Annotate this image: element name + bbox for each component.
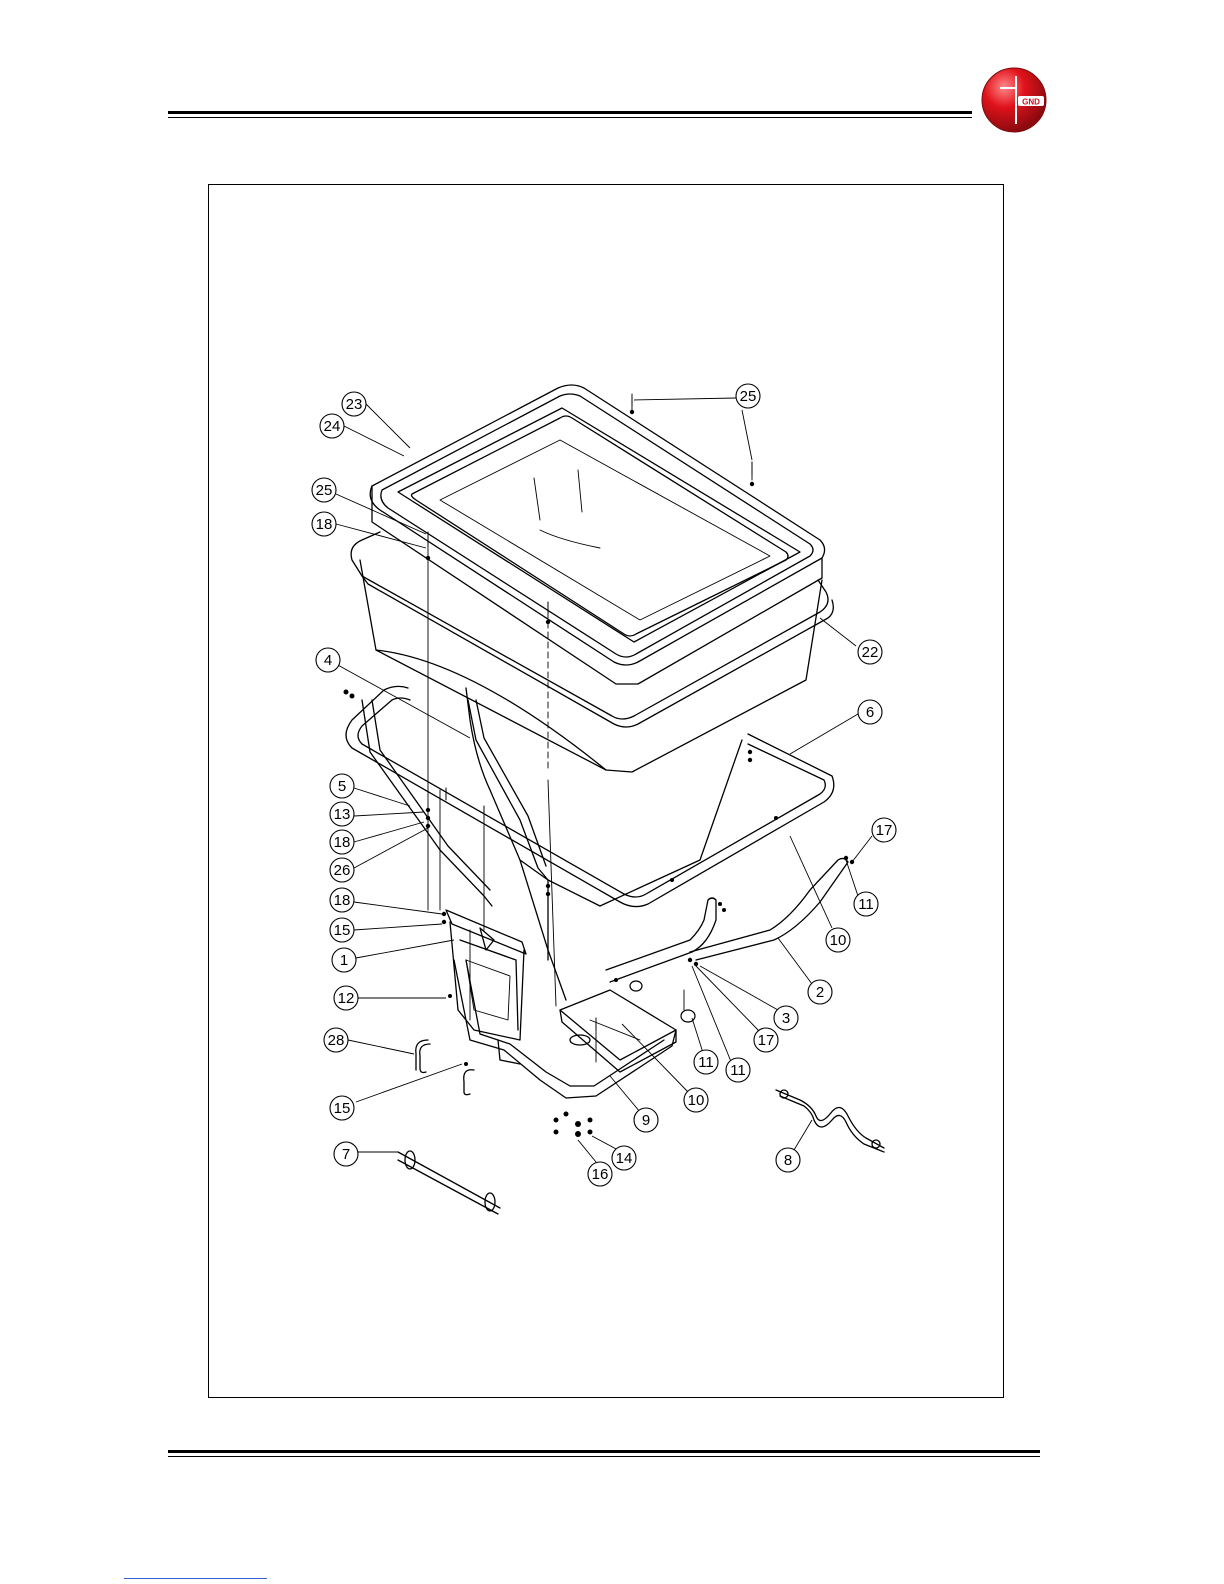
callout-4: 4 (316, 648, 340, 672)
callout-label: 10 (830, 932, 847, 949)
callout-label: 11 (858, 896, 874, 913)
callout-label: 15 (334, 1100, 351, 1117)
callout-7: 7 (334, 1142, 358, 1166)
callout-11: 11 (694, 1050, 718, 1074)
rim-tube (351, 532, 833, 727)
callout-label: 26 (334, 862, 351, 879)
gearbox-bracket (446, 910, 526, 1040)
callout-label: 11 (730, 1062, 746, 1079)
callout-9: 9 (634, 1108, 658, 1132)
spinner-plate (560, 990, 676, 1072)
callout-label: 1 (340, 952, 348, 969)
callout-label: 25 (740, 388, 757, 405)
callout-23: 23 (342, 392, 366, 416)
callout-label: 18 (316, 516, 333, 533)
callout-17: 17 (872, 818, 896, 842)
callout-25: 25 (736, 384, 760, 408)
callout-label: 17 (758, 1032, 775, 1049)
callout-15: 15 (330, 918, 354, 942)
hopper-body (360, 560, 822, 1000)
callout-label: 2 (816, 984, 824, 1001)
callout-label: 24 (324, 418, 341, 435)
callout-18: 18 (330, 830, 354, 854)
axle (398, 1151, 500, 1214)
struts (606, 858, 848, 982)
callout-label: 7 (342, 1146, 350, 1163)
agitator (776, 1090, 884, 1152)
callout-label: 12 (338, 990, 355, 1007)
handles (416, 1040, 474, 1095)
footer-rule-thick (168, 1450, 1040, 1453)
callout-18: 18 (312, 512, 336, 536)
callout-14: 14 (612, 1146, 636, 1170)
hopper-lid (370, 385, 824, 684)
callout-17: 17 (754, 1028, 778, 1052)
lower-frame (454, 960, 676, 1098)
callout-label: 15 (334, 922, 351, 939)
callout-12: 12 (334, 986, 358, 1010)
callout-label: 9 (642, 1112, 650, 1129)
callout-5: 5 (330, 774, 354, 798)
fasteners (344, 410, 855, 1137)
footer-rule-thin (168, 1456, 1040, 1457)
callout-25: 25 (312, 478, 336, 502)
callout-label: 4 (324, 652, 332, 669)
callout-10: 10 (826, 928, 850, 952)
callout-3: 3 (774, 1006, 798, 1030)
callout-11: 11 (854, 892, 878, 916)
callout-label: 22 (862, 644, 879, 661)
callout-label: 13 (334, 806, 351, 823)
frame-legs (362, 700, 548, 906)
callout-label: 25 (316, 482, 333, 499)
bolts (428, 396, 752, 1030)
callout-label: 16 (592, 1166, 609, 1183)
callout-label: 18 (334, 892, 351, 909)
callout-18: 18 (330, 888, 354, 912)
callout-2: 2 (808, 980, 832, 1004)
callout-10: 10 (684, 1088, 708, 1112)
callout-22: 22 (858, 640, 882, 664)
callout-label: 6 (866, 704, 874, 721)
callout-13: 13 (330, 802, 354, 826)
callout-label: 14 (616, 1150, 633, 1167)
callout-label: 10 (688, 1092, 705, 1109)
callout-8: 8 (776, 1148, 800, 1172)
callout-label: 28 (328, 1032, 345, 1049)
callout-label: 8 (784, 1152, 792, 1169)
callout-24: 24 (320, 414, 344, 438)
callout-label: 18 (334, 834, 351, 851)
callout-1: 1 (332, 948, 356, 972)
callout-28: 28 (324, 1028, 348, 1052)
frame-tube (346, 686, 834, 906)
callout-label: 5 (338, 778, 346, 795)
callout-16: 16 (588, 1162, 612, 1186)
callout-11: 11 (726, 1058, 750, 1082)
callout-label: 3 (782, 1010, 790, 1027)
callout-6: 6 (858, 700, 882, 724)
callout-label: 17 (876, 822, 893, 839)
callout-15: 15 (330, 1096, 354, 1120)
footer-link-underline (124, 1578, 267, 1579)
callout-label: 23 (346, 396, 363, 413)
callout-26: 26 (330, 858, 354, 882)
callout-label: 11 (698, 1054, 714, 1071)
